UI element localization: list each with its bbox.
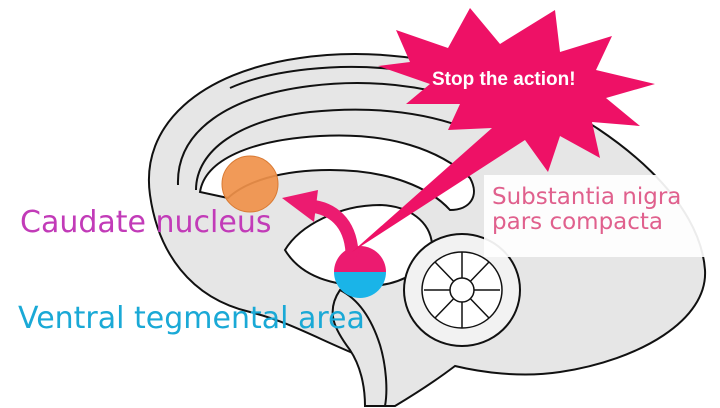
ventral-tegmental-area-label: Ventral tegmental area (18, 301, 365, 336)
substantia-nigra-label-box: Substantia nigra pars compacta (484, 175, 710, 257)
vta-region (334, 272, 386, 298)
cerebellum (403, 233, 521, 347)
dopamine-pathway-arrow-shaft (303, 199, 359, 259)
brainstem (331, 288, 388, 407)
corpus-callosum (198, 134, 475, 212)
substantia-nigra-label-line2: pars compacta (492, 209, 664, 236)
stop-burst-shape (352, 8, 655, 252)
dopamine-pathway-arrowhead (282, 190, 318, 222)
substantia-nigra-label-line1: Substantia nigra (492, 184, 682, 210)
caudate-nucleus-region (221, 155, 279, 213)
gyrus-upper-fold (229, 65, 401, 89)
stop-the-action-label: Stop the action! (432, 69, 576, 90)
gyrus-mid-fold (195, 108, 461, 191)
caudate-nucleus-label: Caudate nucleus (20, 205, 272, 240)
